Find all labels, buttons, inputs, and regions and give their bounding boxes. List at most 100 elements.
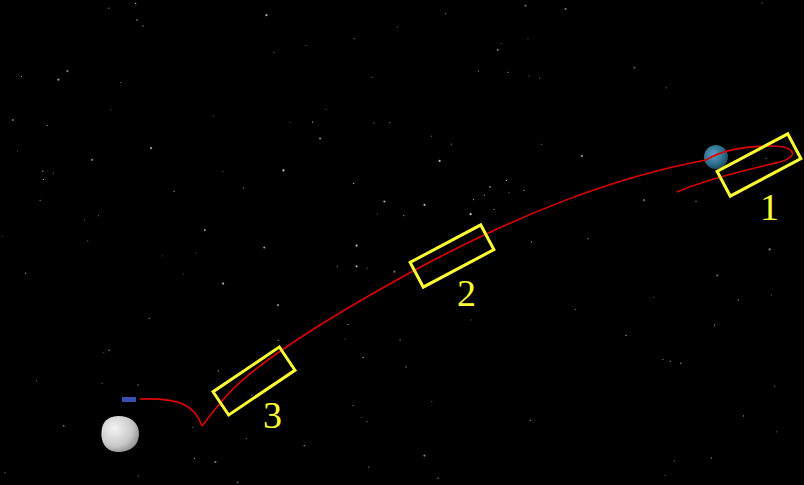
- star: [347, 324, 348, 325]
- star: [471, 319, 472, 320]
- star: [527, 38, 528, 39]
- star: [120, 82, 121, 83]
- star: [363, 357, 364, 358]
- star: [265, 14, 267, 16]
- star: [366, 268, 367, 269]
- star: [508, 72, 509, 73]
- star: [368, 467, 369, 468]
- star: [251, 394, 252, 395]
- star: [214, 461, 216, 463]
- star: [282, 169, 284, 171]
- star: [108, 8, 109, 9]
- highlight-box: [213, 347, 295, 415]
- star: [766, 158, 767, 159]
- star: [484, 195, 485, 196]
- star: [192, 427, 193, 428]
- callout-number: 2: [457, 274, 476, 312]
- star: [403, 215, 404, 216]
- star: [138, 476, 139, 477]
- star: [711, 457, 712, 458]
- star: [530, 420, 531, 421]
- star: [110, 109, 111, 110]
- star: [290, 122, 291, 123]
- star: [531, 241, 532, 242]
- star: [581, 155, 583, 157]
- star: [393, 271, 395, 273]
- star: [774, 386, 775, 387]
- star: [501, 43, 502, 44]
- star: [304, 445, 305, 446]
- star: [237, 481, 239, 483]
- star: [174, 191, 175, 192]
- star-field: [1, 2, 777, 483]
- star: [354, 38, 355, 39]
- highlight-box: [717, 134, 801, 196]
- star: [776, 431, 777, 432]
- star: [196, 252, 197, 253]
- callout-number: 3: [263, 396, 282, 434]
- star: [42, 171, 43, 172]
- star: [489, 186, 491, 188]
- star: [40, 200, 41, 201]
- star: [529, 76, 530, 77]
- star: [506, 180, 507, 181]
- star: [438, 478, 439, 479]
- star: [470, 213, 472, 215]
- star: [670, 361, 671, 362]
- star: [451, 144, 452, 145]
- star: [377, 213, 378, 214]
- star: [345, 339, 346, 340]
- star: [769, 248, 771, 250]
- star: [306, 45, 307, 46]
- star: [680, 363, 681, 364]
- star: [91, 159, 93, 161]
- star: [43, 179, 44, 180]
- star: [63, 425, 65, 427]
- star: [373, 122, 374, 123]
- star: [524, 5, 526, 7]
- star: [383, 200, 385, 202]
- star: [494, 209, 495, 210]
- star: [716, 274, 718, 276]
- star: [361, 417, 362, 418]
- star: [664, 475, 665, 476]
- star: [714, 325, 715, 326]
- star: [57, 79, 59, 81]
- star: [53, 173, 54, 174]
- star: [400, 339, 401, 340]
- spacecraft: [122, 397, 136, 402]
- star: [273, 52, 274, 53]
- star: [405, 366, 406, 367]
- star: [353, 183, 354, 184]
- star: [439, 160, 441, 162]
- star: [136, 19, 138, 21]
- star: [523, 190, 524, 191]
- star: [587, 238, 588, 239]
- star: [508, 192, 509, 193]
- star: [575, 309, 576, 310]
- star: [478, 70, 479, 71]
- star: [695, 201, 696, 202]
- transfer-arc: [202, 160, 706, 426]
- asteroid: [101, 416, 139, 452]
- star: [473, 199, 474, 200]
- star: [222, 171, 223, 172]
- star: [541, 144, 542, 145]
- orbit-loop: [677, 146, 792, 192]
- star: [4, 472, 5, 473]
- star: [150, 147, 152, 149]
- star: [162, 255, 163, 256]
- star: [36, 380, 37, 381]
- star: [84, 220, 85, 221]
- star: [423, 455, 425, 457]
- star: [17, 150, 18, 151]
- star: [626, 335, 627, 336]
- star: [222, 283, 224, 285]
- star: [204, 229, 206, 231]
- star: [103, 352, 104, 353]
- star: [389, 122, 390, 123]
- star: [25, 273, 26, 274]
- callout-number: 1: [760, 188, 779, 226]
